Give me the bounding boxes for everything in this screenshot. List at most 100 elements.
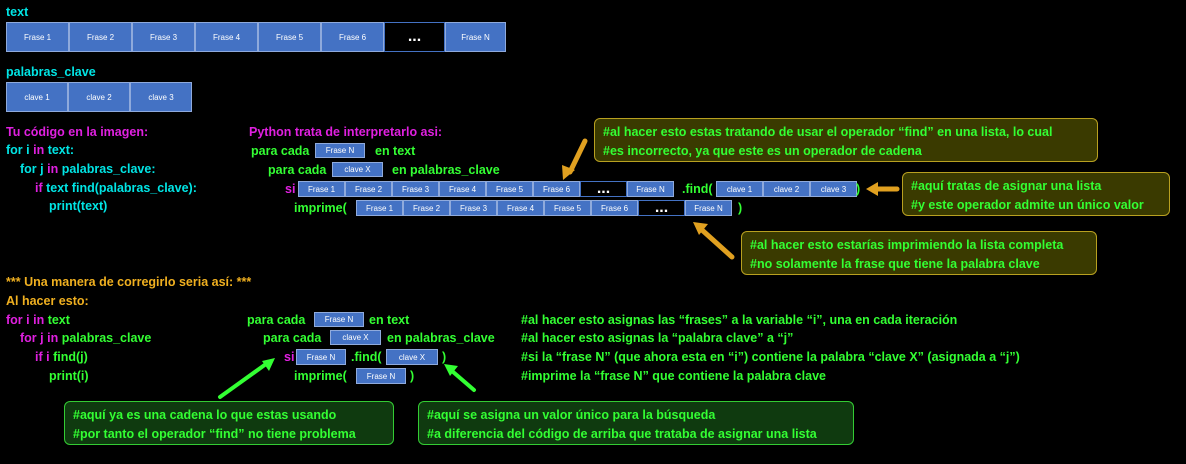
fix-py1-post: en text xyxy=(369,313,410,327)
fix-cell-clave-x: clave X xyxy=(386,349,438,365)
annotation-line: #al hacer esto estas tratando de usar el… xyxy=(603,125,1053,139)
fix-line-3: if i find(j) xyxy=(35,351,88,364)
annotation-line: #aquí se asigna un valor único para la b… xyxy=(427,408,716,422)
var: palabras_clave xyxy=(61,331,152,345)
var: palabras_clave: xyxy=(61,162,156,176)
code-line-1: for i in text: xyxy=(6,144,74,157)
py-find-close: ) xyxy=(856,182,861,196)
correction-header: *** Una manera de corregirlo seria así: … xyxy=(6,275,252,289)
py-list-cell: Frase 5 xyxy=(486,181,533,197)
var: text: xyxy=(47,143,75,157)
fix-cell-frase-n: Frase N xyxy=(314,312,364,327)
fix-py2-post: en palabras_clave xyxy=(387,331,495,345)
fix-comment-4: #imprime la “frase N” que contiene la pa… xyxy=(521,369,826,383)
py-line1-pre: para cada xyxy=(251,144,310,158)
annotation-string-ok: #aquí ya es una cadena lo que estas usan… xyxy=(64,401,394,445)
py-cell-clave-x: clave X xyxy=(332,162,383,177)
code-line-3: if text find(palabras_clave): xyxy=(35,182,197,195)
fix-comment-1: #al hacer esto asignas las “frases” a la… xyxy=(521,313,958,327)
annotation-line: #aquí tratas de asignar una lista xyxy=(911,179,1102,193)
annotation-line: #al hacer esto estarías imprimiendo la l… xyxy=(750,238,1064,252)
fix-cell-clave-x: clave X xyxy=(330,330,381,345)
text-cell: Frase 3 xyxy=(132,22,195,52)
kw-if: if i xyxy=(35,350,54,364)
py-list-cell: Frase 2 xyxy=(403,200,450,216)
keyword-cell: clave 2 xyxy=(68,82,130,112)
annotation-line: #y este operador admite un único valor xyxy=(911,198,1144,213)
kw-in: in xyxy=(47,331,62,345)
kw-for: for j xyxy=(20,331,48,345)
annotation-print-list: #al hacer esto estarías imprimiendo la l… xyxy=(741,231,1097,275)
py-print-list: Frase 1 Frase 2 Frase 3 Frase 4 Frase 5 … xyxy=(356,199,732,216)
py-clave-cell: clave 1 xyxy=(716,181,763,197)
py-list-cell: Frase 4 xyxy=(439,181,486,197)
fix-comment-2: #al hacer esto asignas la “palabra clave… xyxy=(521,331,794,345)
arrow-print-list-head xyxy=(693,222,708,235)
py-list-cell: Frase 1 xyxy=(356,200,403,216)
kw-in: in xyxy=(33,143,48,157)
var: text xyxy=(47,313,70,327)
your-code-header: Tu código en la imagen: xyxy=(6,125,149,139)
code-line-2: for j in palabras_clave: xyxy=(20,163,156,176)
correction-intro: Al hacer esto: xyxy=(6,294,89,308)
text-cell-ellipsis: ... xyxy=(384,22,445,52)
text-label: text xyxy=(6,5,29,19)
py-cell-frase-n: Frase N xyxy=(315,143,365,158)
expr: text find(palabras_clave): xyxy=(46,181,197,195)
py-list-cell: Frase 6 xyxy=(591,200,638,216)
kw-for: for j xyxy=(20,162,48,176)
fix-py4-close: ) xyxy=(410,369,415,383)
python-header: Python trata de interpretarlo asi: xyxy=(249,125,443,139)
kw-in: in xyxy=(47,162,62,176)
kw-if: if xyxy=(35,181,47,195)
fix-line-2: for j in palabras_clave xyxy=(20,332,151,345)
text-cell: Frase 4 xyxy=(195,22,258,52)
annotation-line: #no solamente la frase que tiene la pala… xyxy=(750,257,1040,272)
py-line1-post: en text xyxy=(375,144,416,158)
py-find: .find( xyxy=(682,182,713,196)
py-list-cell: Frase N xyxy=(627,181,674,197)
arrow-string-ok xyxy=(218,362,268,399)
fix-line-1: for i in text xyxy=(6,314,70,327)
py-list-cell: Frase 6 xyxy=(533,181,580,197)
fix-py1-pre: para cada xyxy=(247,313,306,327)
fix-py3-find: .find( xyxy=(351,350,382,364)
py-list-cell: Frase 3 xyxy=(450,200,497,216)
text-cell: Frase 1 xyxy=(6,22,69,52)
keyword-cell: clave 3 xyxy=(130,82,192,112)
text-cell: Frase 6 xyxy=(321,22,384,52)
arrow-string-ok-head xyxy=(262,358,275,371)
text-cell: Frase N xyxy=(445,22,506,52)
kw-in: in xyxy=(33,313,48,327)
py-list-ellipsis: ... xyxy=(638,199,685,216)
text-cell: Frase 5 xyxy=(258,22,321,52)
py-line4-pre: imprime( xyxy=(294,201,347,215)
arrow-assign-list-head xyxy=(866,182,878,196)
py-print-close: ) xyxy=(738,201,743,215)
arrow-single-value xyxy=(450,369,476,392)
fix-py3-pre: si xyxy=(284,350,295,364)
fix-comment-3: #si la “frase N” (que ahora esta en “i”)… xyxy=(521,350,1020,364)
arrow-single-value-head xyxy=(444,364,458,376)
code-line-4: print(text) xyxy=(49,199,108,213)
keywords-list: clave 1 clave 2 clave 3 xyxy=(6,82,192,112)
fix-line-4: print(i) xyxy=(49,369,89,383)
py-list-ellipsis: ... xyxy=(580,180,627,197)
py-list-frases: Frase 1 Frase 2 Frase 3 Frase 4 Frase 5 … xyxy=(298,180,674,197)
text-list: Frase 1 Frase 2 Frase 3 Frase 4 Frase 5 … xyxy=(6,22,506,52)
annotation-line: #por tanto el operador “find” no tiene p… xyxy=(73,427,356,442)
arrow-find-list xyxy=(567,138,588,175)
kw-for: for i xyxy=(6,143,34,157)
expr: find(j) xyxy=(53,350,88,364)
annotation-single-value: #aquí se asigna un valor único para la b… xyxy=(418,401,854,445)
py-list-cell: Frase 1 xyxy=(298,181,345,197)
py-line2-pre: para cada xyxy=(268,163,327,177)
py-list-cell: Frase 2 xyxy=(345,181,392,197)
py-list-cell: Frase 3 xyxy=(392,181,439,197)
py-clave-cell: clave 2 xyxy=(763,181,810,197)
fix-cell-frase-n: Frase N xyxy=(356,368,406,384)
arrow-print-list xyxy=(699,227,735,260)
py-list-cell: Frase 5 xyxy=(544,200,591,216)
fix-py4-pre: imprime( xyxy=(294,369,347,383)
